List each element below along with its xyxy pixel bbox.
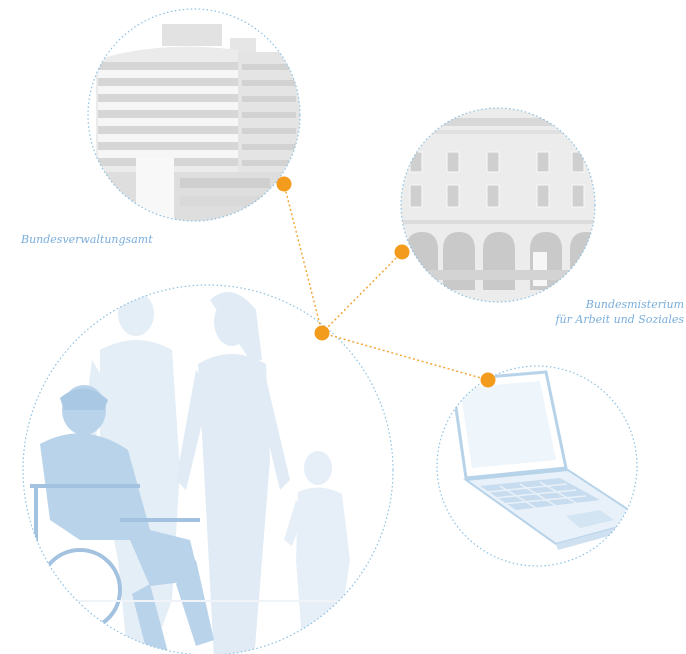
ministry-label-line2: für Arbeit und Soziales [555,313,684,326]
ministry-label-line1: Bundesmisterium [585,298,684,311]
office-building-node [87,8,301,222]
people-node [22,284,394,654]
connector-dots [276,176,496,388]
office-label: Bundesverwaltungsamt [21,233,153,246]
connector-office [283,183,323,334]
laptop-icon [450,370,637,550]
people-icon [23,292,380,654]
connector-laptop [321,332,489,381]
hub-dot [314,325,330,341]
office-dot [276,176,292,192]
ministry-dot [394,244,410,260]
laptop-dot [480,372,496,388]
ministry-building-icon [401,108,595,302]
ministry-building-node [400,107,596,303]
laptop-node [436,365,638,567]
connector-lines [283,183,489,381]
connector-ministry [321,251,403,334]
office-building-icon [90,24,300,221]
